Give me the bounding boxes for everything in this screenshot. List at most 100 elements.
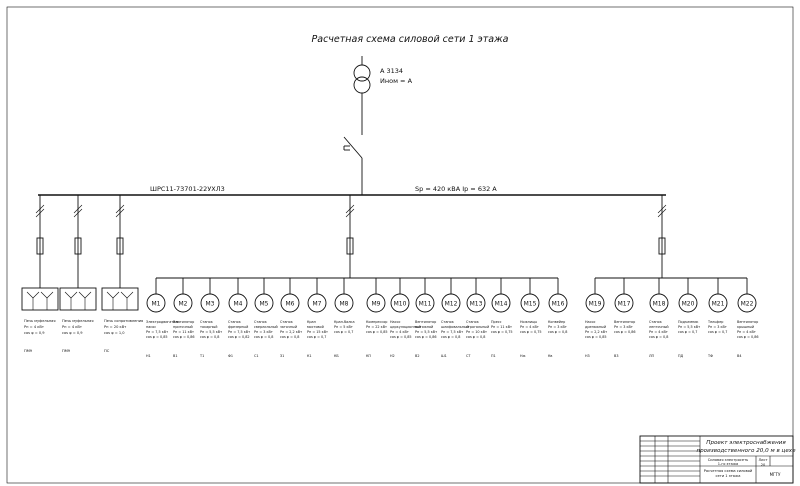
motor-code: В1 [173,354,177,358]
motor-description: дренажный [585,325,606,329]
motor-description: cos φ = 0,8 [280,335,299,339]
motor-label: M16 [552,301,565,308]
motor-description: cos φ = 0,75 [491,330,513,334]
motor-label: M3 [206,301,215,308]
furnace-description: Печь муфельная [62,319,94,323]
motor-description: Рн = 2,2 кВт [585,330,607,334]
motor-description: cos φ = 0,86 [737,335,759,339]
transformer-winding-top [353,64,371,82]
transformer: A 3134 Ином = A [353,56,413,135]
feeder-dropper-furnace-3 [115,195,125,288]
motor-label: M5 [260,301,269,308]
motor-description: cos φ = 0,86 [415,335,437,339]
motor-label: M13 [470,301,483,308]
motor-description: cos φ = 0,82 [228,335,250,339]
motor-symbol [366,293,386,313]
furnace-description: cos φ = 0,9 [62,331,83,335]
motor-description: Насос [390,320,401,324]
motor-label: M8 [340,301,349,308]
feeder-dropper-furnace-1 [35,195,45,288]
motor-description: Компрессор [366,320,387,324]
motor-symbol [548,293,568,313]
motor-description: Кран [307,320,316,324]
motor-description: cos φ = 0,86 [614,330,636,334]
motor-description: Рн = 11 кВт [491,325,512,329]
motor-label: M10 [394,301,407,308]
transformer-winding-bottom [353,76,371,94]
furnace-code: ПМ9 [62,349,71,353]
motor-symbol [708,293,728,313]
motor-description: cos φ = 0,85 [366,330,388,334]
motor-code: З1 [280,354,284,358]
motor-description: Станок [200,320,213,324]
feeder-group [35,195,747,288]
motor-label: M4 [234,301,243,308]
furnace-code: ПМ9 [24,349,33,353]
motor-description: Рн = 3 кВт [614,325,633,329]
motor-description: Станок [441,320,454,324]
fuse [74,237,82,255]
motor-description: Рн = 3 кВт [708,325,727,329]
motor-symbol [614,293,634,313]
motor-code: СТ [466,354,471,358]
motor-description: cos φ = 0,85 [146,335,168,339]
motor-description: Рн = 11 кВт [173,330,194,334]
furnace-description: Печь сопротивления [104,319,143,323]
motor-symbol [334,293,354,313]
motor-code: Ф1 [228,354,233,358]
fuse [116,237,124,255]
motor-description: Насос [585,320,596,324]
motor-description: cos φ = 0,7 [708,330,727,334]
stamp-sheet-label: Лист [758,458,767,462]
motor-description: Ножницы [520,320,537,324]
stamp-title-line-1: Проект электроснабжения [706,440,786,446]
motor-symbol [200,293,220,313]
motor-description: cos φ = 0,8 [466,335,485,339]
motor-description: мостовой [307,325,324,329]
motor-code: Кв [548,354,552,358]
motor-description: Рн = 22 кВт [366,325,387,329]
feeder-dropper-furnace-2 [73,195,83,288]
motor-code: К1 [307,354,312,358]
motor-description: Рн = 4 кВт [520,325,539,329]
motor-code: Т1 [199,354,204,358]
motor-description: приточный [173,325,193,329]
motor-description: Рн = 5,5 кВт [678,325,700,329]
motor-symbol [466,293,486,313]
motor-code: КП [366,354,371,358]
motor-description: вытяжной [415,325,433,329]
motor-description: Кран-балка [334,320,355,324]
furnace-box [21,287,59,311]
motor-label: M2 [179,301,188,308]
motor-description: Рн = 15 кВт [307,330,328,334]
motor-code: В4 [737,354,741,358]
motor-description: cos φ = 0,8 [649,335,668,339]
stamp-sub2-line-1: Расчетная схема силовой [704,469,753,473]
feeder-dropper-motor-group-2 [657,195,667,278]
motor-label: M21 [712,301,725,308]
motor-description: Рн = 4 кВт [737,330,756,334]
fuse [658,237,666,255]
motor-description: Рн = 7,5 кВт [441,330,463,334]
drawing-border [6,6,794,484]
motor-symbol [585,293,605,313]
motor-label: M7 [313,301,322,308]
stamp-sheet-value: 20 [761,463,766,467]
stamp-sub1-line-1: Силовая электросеть [708,458,749,462]
furnace-code: ПС [104,349,110,353]
motor-description: Станок [254,320,267,324]
motor-description: крышный [737,325,754,329]
motor-description: cos φ = 0,8 [441,335,460,339]
motor-label: M12 [445,301,458,308]
furnace-description: Рн = 4 кВт [62,325,82,329]
motor-code: В3 [614,354,618,358]
motor-description: насос [146,325,156,329]
motor-symbol [649,293,669,313]
